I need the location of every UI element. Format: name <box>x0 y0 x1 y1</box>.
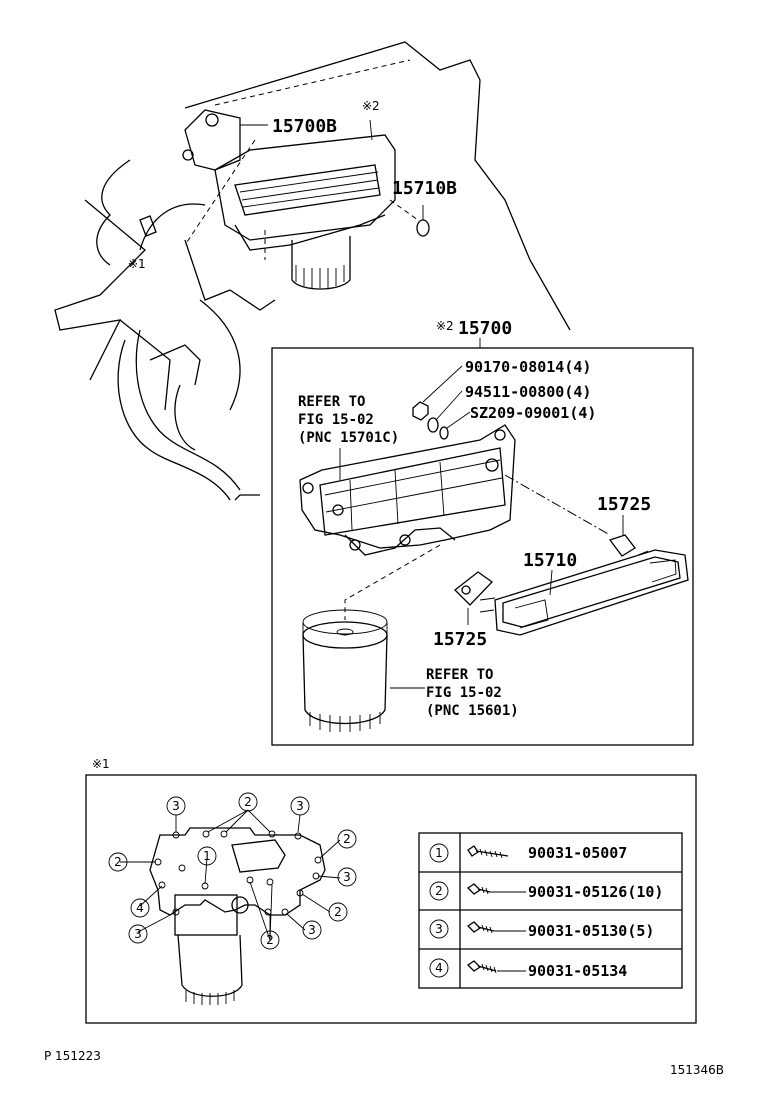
svg-text:3: 3 <box>296 799 304 813</box>
callout-2-c: 2 <box>328 902 348 922</box>
part-label-15710B: 15710B <box>392 178 457 199</box>
bolt-row-1-part: 90031-05007 <box>528 844 627 862</box>
note-mark-1: ※1 <box>128 257 146 271</box>
footer-left-code: P 151223 <box>44 1049 101 1063</box>
assembly-frame <box>271 347 694 746</box>
svg-text:3: 3 <box>308 923 316 937</box>
callout-3-e: 3 <box>128 924 148 944</box>
bolt-row-3-num: 3 <box>435 922 443 936</box>
callout-3-a: 3 <box>166 796 186 816</box>
callout-3-d: 3 <box>302 920 322 940</box>
seal-part-number: SZ209-09001(4) <box>470 404 596 422</box>
bolt-row-4-num: 4 <box>435 961 443 975</box>
ref1-line1: REFER TO <box>298 394 365 410</box>
svg-text:4: 4 <box>136 901 144 915</box>
bolt-detail-mark: ※1 <box>92 757 110 771</box>
bolt-table: 1 90031-05007 2 90031-05126(10) 3 90031-… <box>418 832 683 989</box>
bolt-row-3-part: 90031-05130(5) <box>528 922 654 940</box>
cooler-element <box>494 549 689 636</box>
assembly-detail: ※2 15700 90170-08014(4) 94511-00800(4) S… <box>271 318 694 746</box>
callout-2-e: 2 <box>108 852 128 872</box>
engine-overview: 15700B 15710B ※2 ※1 <box>54 41 571 501</box>
bolt-detail-frame <box>85 774 697 1024</box>
nut-icon <box>412 401 429 421</box>
svg-text:2: 2 <box>244 795 252 809</box>
bolt-row-4: 4 90031-05134 <box>429 958 627 980</box>
bolt-row-1-num: 1 <box>435 846 443 860</box>
svg-text:3: 3 <box>343 870 351 884</box>
assembly-part-number: 15700 <box>458 318 512 339</box>
callout-1: 1 <box>197 846 217 866</box>
gasket-lower <box>454 571 493 606</box>
bolt-row-2: 2 90031-05126(10) <box>429 881 663 901</box>
cooler-cover <box>299 424 516 549</box>
gasket-upper <box>608 534 636 557</box>
ref2-line1: REFER TO <box>426 667 493 683</box>
bolt-row-2-num: 2 <box>435 884 443 898</box>
callout-2-d: 2 <box>260 930 280 950</box>
washer-part-number: 94511-00800(4) <box>465 383 591 401</box>
ref1-line3: (PNC 15701C) <box>298 430 399 446</box>
gasket-upper-part-number: 15725 <box>597 494 651 515</box>
nut-part-number: 90170-08014(4) <box>465 358 591 376</box>
ref2-line3: (PNC 15601) <box>426 703 519 719</box>
svg-text:3: 3 <box>134 927 142 941</box>
ref2-line2: FIG 15-02 <box>426 685 502 701</box>
callout-2-b: 2 <box>337 829 357 849</box>
cooler-element-part-number: 15710 <box>523 550 577 571</box>
svg-text:3: 3 <box>172 799 180 813</box>
part-label-15700B: 15700B <box>272 116 337 137</box>
bolt-row-1: 1 90031-05007 <box>429 843 627 863</box>
callout-3-c: 3 <box>337 867 357 887</box>
bolt-row-2-part: 90031-05126(10) <box>528 883 663 901</box>
ref1-line2: FIG 15-02 <box>298 412 374 428</box>
bolt-icon <box>466 960 497 972</box>
callout-3-b: 3 <box>290 796 310 816</box>
bolt-detail: ※1 3 2 3 2 3 2 3 2 1 <box>85 757 697 1024</box>
callout-2-a: 2 <box>238 792 258 812</box>
svg-text:2: 2 <box>343 832 351 846</box>
note-mark-2: ※2 <box>362 99 380 113</box>
svg-text:1: 1 <box>203 849 211 863</box>
bolt-icon <box>467 845 509 857</box>
svg-text:2: 2 <box>266 933 274 947</box>
bolt-row-4-part: 90031-05134 <box>528 962 627 980</box>
svg-text:2: 2 <box>334 905 342 919</box>
svg-text:2: 2 <box>114 855 122 869</box>
gasket-lower-part-number: 15725 <box>433 629 487 650</box>
assembly-note-mark: ※2 <box>436 319 454 333</box>
footer-right-code: 151346B <box>670 1063 724 1077</box>
callout-4: 4 <box>130 898 150 918</box>
bolt-icon <box>466 883 491 895</box>
washer-icon <box>427 417 439 433</box>
bolt-row-3: 3 90031-05130(5) <box>429 919 654 940</box>
seal-icon <box>439 426 449 440</box>
